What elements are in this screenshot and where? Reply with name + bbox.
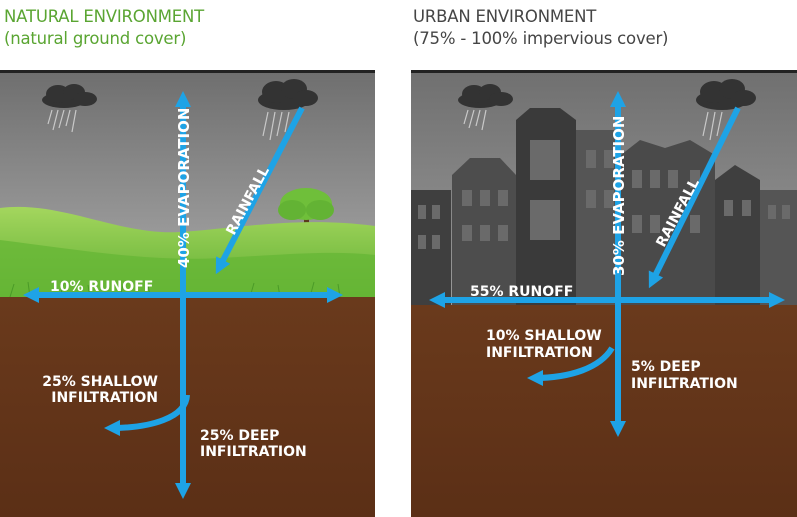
urban-deep-label-1: 5% DEEP bbox=[631, 359, 701, 375]
urban-soil bbox=[411, 305, 797, 517]
natural-panel: 40% EVAPORATION RAINFALL 10% RUNOFF 25% … bbox=[0, 72, 375, 517]
natural-runoff-label: 10% RUNOFF bbox=[50, 279, 153, 295]
natural-shallow-label-1: 25% SHALLOW bbox=[42, 374, 158, 390]
natural-deep-label-1: 25% DEEP bbox=[200, 428, 279, 444]
urban-shallow-label-1: 10% SHALLOW bbox=[486, 328, 602, 344]
urban-evaporation-label: 30% EVAPORATION bbox=[610, 116, 628, 276]
natural-soil bbox=[0, 297, 375, 517]
panel-divider bbox=[375, 60, 411, 517]
urban-runoff-label: 55% RUNOFF bbox=[470, 284, 573, 300]
urban-panel: 30% EVAPORATION RAINFALL 55% RUNOFF 10% … bbox=[411, 72, 797, 517]
urban-shallow-label-2: INFILTRATION bbox=[486, 345, 593, 361]
natural-evaporation-label: 40% EVAPORATION bbox=[175, 108, 193, 268]
natural-shallow-label-2: INFILTRATION bbox=[51, 390, 158, 406]
natural-deep-label-2: INFILTRATION bbox=[200, 444, 307, 460]
urban-deep-label-2: INFILTRATION bbox=[631, 376, 738, 392]
